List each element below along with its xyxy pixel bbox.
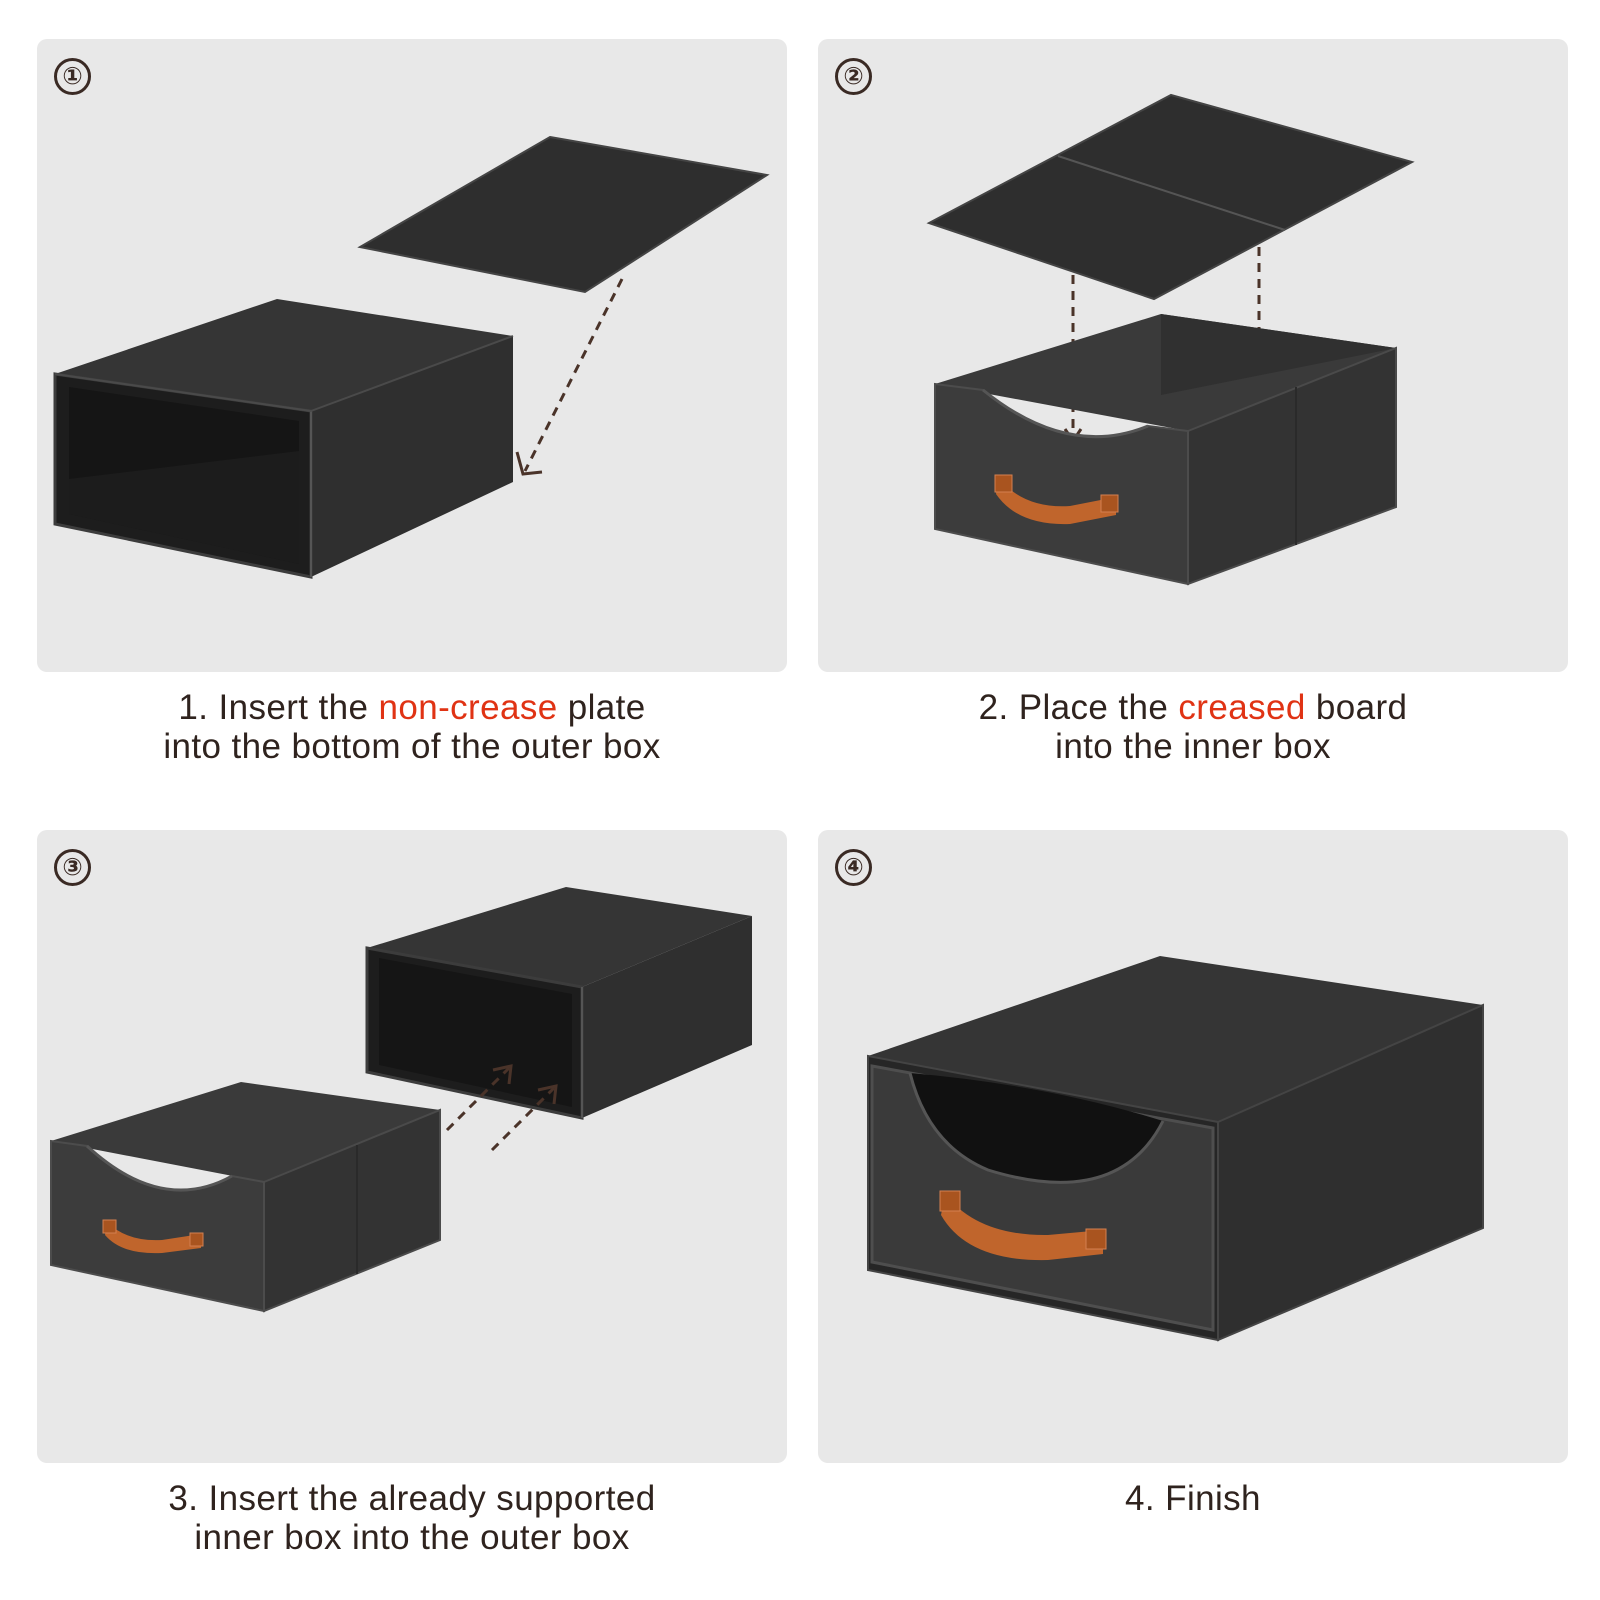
caption-line-1: 2. Place the creased board [978,688,1408,727]
step-number-badge: ③ [54,849,91,886]
step-4-caption: 4. Finish [818,1479,1568,1518]
inner-box-icon [50,1082,441,1313]
dashed-arrow-icon [515,278,624,476]
step-1-illustration [53,135,770,579]
step-2-caption: 2. Place the creased board into the inne… [818,688,1568,766]
step-4-illustration [867,956,1484,1342]
step-2-panel: ② [818,39,1568,672]
highlight-text: non-crease [378,688,558,727]
highlight-text: creased [1178,688,1306,727]
step-number-badge: ① [54,58,91,95]
dashed-arrow-icon [445,1064,558,1152]
caption-line-2: into the inner box [1055,727,1331,766]
step-4-panel: ④ [818,830,1568,1463]
outer-box-icon [365,887,752,1120]
creased-board-icon [926,93,1415,301]
step-3-caption: 3. Insert the already supported inner bo… [37,1479,787,1557]
handle-icon [939,1190,1107,1261]
flat-plate-icon [357,135,770,294]
step-3-illustration [50,887,752,1313]
step-3-panel: ③ [37,830,787,1463]
handle-icon [102,1219,204,1254]
caption-line-2: inner box into the outer box [194,1518,630,1557]
handle-icon [994,474,1119,525]
caption-line-1: 3. Insert the already supported [168,1479,656,1518]
caption-line-2: into the bottom of the outer box [163,727,661,766]
assembled-drawer-icon [867,956,1484,1342]
step-number-badge: ④ [835,849,872,886]
inner-box-icon [934,314,1397,586]
caption-line-1: 4. Finish [1125,1479,1261,1518]
step-1-panel: ① [37,39,787,672]
open-outer-box-icon [53,299,514,579]
step-number-badge: ② [835,58,872,95]
step-2-illustration [926,93,1415,586]
caption-line-1: 1. Insert the non-crease plate [178,688,646,727]
step-1-caption: 1. Insert the non-crease plate into the … [37,688,787,766]
